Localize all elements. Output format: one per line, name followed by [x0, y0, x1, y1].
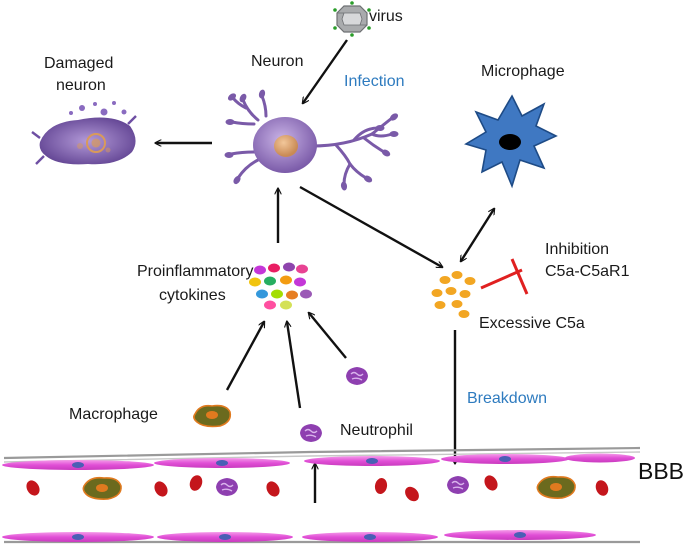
bbb-label: BBB [638, 458, 685, 484]
microphage-icon [464, 94, 558, 189]
neuron-label: Neuron [251, 53, 304, 70]
microphage-label: Microphage [481, 63, 565, 80]
macrophage-label: Macrophage [69, 406, 158, 423]
arrow-virus-to-neuron [303, 39, 348, 103]
infection-label: Infection [344, 73, 405, 90]
arrow-neutrophil-to-cytokines [287, 322, 302, 409]
arrow-neutrophil2-to-cytokines [309, 313, 347, 359]
damaged-neuron-label-line1: Damaged [44, 55, 114, 72]
arrow-neuron-to-c5a [299, 185, 442, 267]
breakdown-label: Breakdown [467, 390, 548, 407]
excessive-c5a-label: Excessive C5a [479, 315, 585, 332]
blood-vessel-icon [2, 446, 641, 544]
c5a-cluster-icon [431, 271, 476, 318]
neuron-icon [224, 89, 399, 191]
arrow-c5a-microphage [461, 209, 494, 261]
macrophage-icon [193, 404, 232, 428]
virus-icon [333, 1, 371, 37]
cytokines-label-line1: Proinflammatory [137, 263, 254, 280]
arrows [156, 39, 494, 503]
neutrophil-icon [300, 367, 368, 442]
neutrophil-label: Neutrophil [340, 422, 413, 439]
cytokines-label-line2: cytokines [159, 287, 226, 304]
arrow-macrophage-to-cytokines [225, 322, 264, 391]
virus-label: virus [369, 8, 403, 25]
cytokine-cluster-icon [249, 262, 312, 310]
inhibition-label-line2: C5a-C5aR1 [545, 263, 630, 280]
damaged-neuron-icon [31, 101, 137, 165]
inhibition-label-line1: Inhibition [545, 241, 610, 258]
inhibition-symbol [480, 258, 529, 295]
damaged-neuron-label-line2: neuron [56, 77, 106, 94]
